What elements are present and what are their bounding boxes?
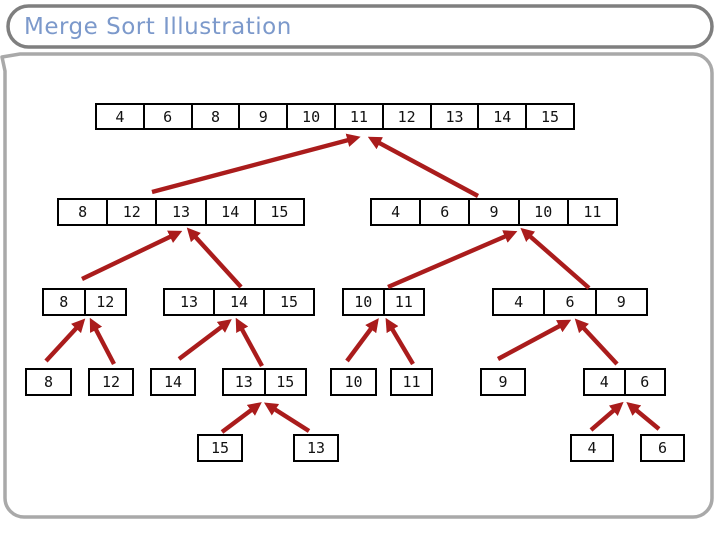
array-cell: 4 <box>570 434 614 462</box>
array-cell: 6 <box>623 368 666 396</box>
array-level4-group1: 8 <box>25 368 72 396</box>
array-cell: 15 <box>263 368 307 396</box>
array-cell: 13 <box>293 434 339 462</box>
array-cell: 14 <box>150 368 196 396</box>
array-level5-group3: 4 <box>570 434 614 462</box>
array-cell: 12 <box>381 103 432 130</box>
array-cell: 13 <box>155 198 207 226</box>
array-cell: 10 <box>330 368 377 396</box>
title-bar-outline <box>6 4 714 49</box>
array-cell: 13 <box>429 103 480 130</box>
array-cell: 14 <box>213 288 265 316</box>
array-cell: 4 <box>583 368 626 396</box>
array-cell: 6 <box>142 103 193 130</box>
array-level5-group2: 13 <box>293 434 339 462</box>
array-cell: 4 <box>95 103 145 130</box>
array-cell: 8 <box>42 288 86 316</box>
array-level5-group1: 15 <box>197 434 243 462</box>
page-title: Merge Sort Illustration <box>24 14 292 40</box>
array-cell: 11 <box>566 198 619 226</box>
array-cell: 6 <box>543 288 597 316</box>
array-cell: 15 <box>197 434 243 462</box>
array-cell: 14 <box>477 103 528 130</box>
array-cell: 6 <box>640 434 685 462</box>
array-cell: 4 <box>492 288 546 316</box>
array-cell: 8 <box>25 368 72 396</box>
array-cell: 9 <box>468 198 520 226</box>
array-cell: 15 <box>525 103 575 130</box>
array-cell: 10 <box>286 103 336 130</box>
array-cell: 11 <box>382 288 425 316</box>
array-cell: 9 <box>238 103 289 130</box>
array-cell: 11 <box>390 368 433 396</box>
array-level4-group6: 11 <box>390 368 433 396</box>
array-cell: 9 <box>594 288 648 316</box>
array-level4-group3: 14 <box>150 368 196 396</box>
array-cell: 12 <box>88 368 134 396</box>
array-cell: 11 <box>333 103 384 130</box>
array-cell: 13 <box>222 368 266 396</box>
array-level5-group4: 6 <box>640 434 685 462</box>
array-cell: 12 <box>106 198 158 226</box>
array-cell: 8 <box>57 198 109 226</box>
array-cell: 12 <box>83 288 127 316</box>
array-cell: 9 <box>480 368 526 396</box>
array-cell: 10 <box>342 288 385 316</box>
array-cell: 6 <box>419 198 471 226</box>
array-cell: 10 <box>517 198 569 226</box>
array-level4-group7: 9 <box>480 368 526 396</box>
array-level4-group5: 10 <box>330 368 377 396</box>
array-cell: 8 <box>190 103 241 130</box>
array-cell: 13 <box>163 288 215 316</box>
array-cell: 15 <box>253 198 306 226</box>
array-cell: 15 <box>263 288 315 316</box>
array-cell: 4 <box>370 198 422 226</box>
array-level4-group2: 12 <box>88 368 134 396</box>
array-cell: 14 <box>204 198 256 226</box>
